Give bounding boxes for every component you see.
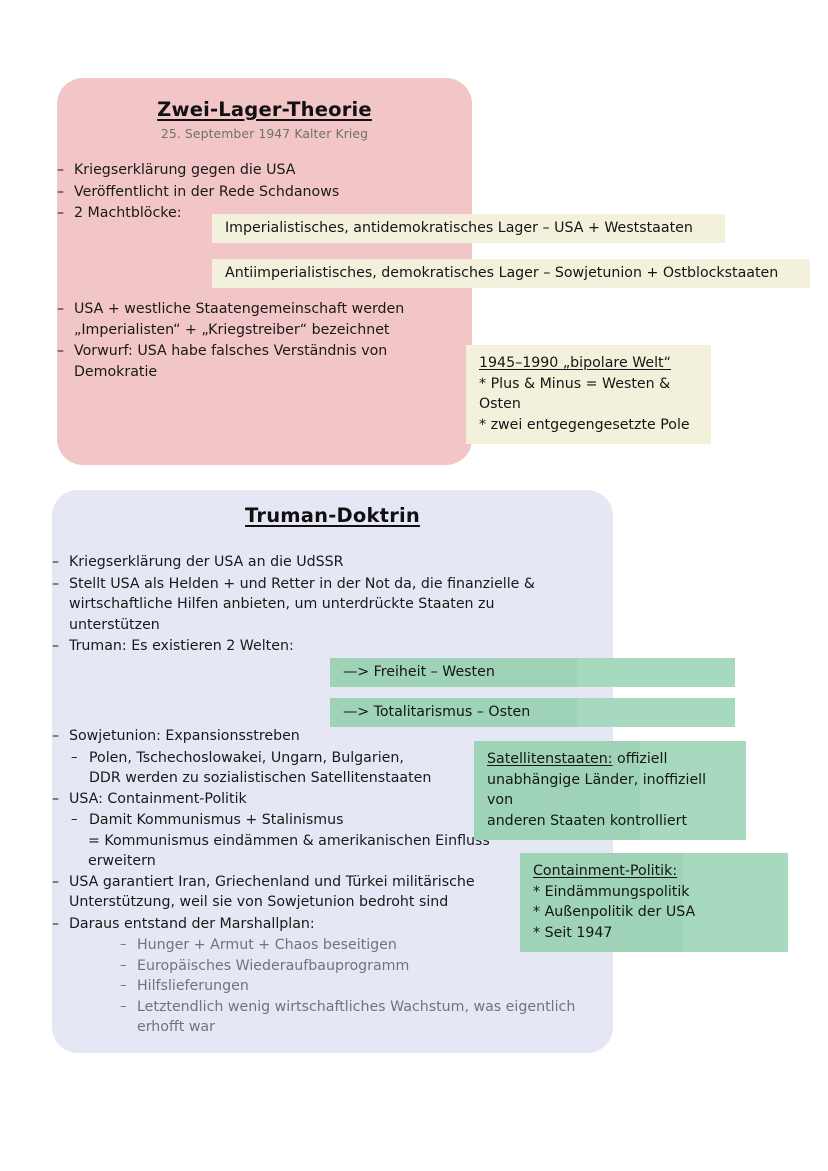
list-item: Daraus entstand der Marshallplan:: [52, 914, 612, 935]
satellitenstaaten-heading: Satellitenstaaten:: [487, 751, 613, 767]
highlight-box-antiimperialistisches-lager: Antiimperialistisches, demokratisches La…: [212, 259, 810, 288]
list-item-line: unterstützen: [69, 616, 160, 633]
list-item-sub2: Hilfslieferungen: [120, 976, 612, 997]
list-item-line: Polen, Tschechoslowakei, Ungarn, Bulgari…: [89, 749, 404, 766]
freiheit-westen-label: —> Freiheit – Westen: [343, 664, 495, 680]
list-item-sub: Polen, Tschechoslowakei, Ungarn, Bulgari…: [71, 748, 612, 789]
highlight-box-freiheit-westen: —> Freiheit – Westen: [330, 658, 735, 687]
list-item-line: Letztendlich wenig wirtschaftliches Wach…: [137, 998, 576, 1015]
list-item-sub2: Hunger + Armut + Chaos beseitigen: [120, 935, 612, 956]
list-item: USA + westliche Staatengemeinschaft werd…: [57, 299, 467, 340]
list-item-line: wirtschaftliche Hilfen anbieten, um unte…: [69, 596, 495, 612]
containment-politik-heading: Containment-Politik:: [533, 863, 678, 879]
list-item: Vorwurf: USA habe falsches Verständnis v…: [57, 341, 467, 382]
list-item: Kriegserklärung der USA an die UdSSR: [52, 552, 612, 573]
list-item-sub: Damit Kommunismus + Stalinismus: [71, 810, 612, 831]
list-item: Kriegserklärung gegen die USA: [57, 160, 457, 181]
list-item: Truman: Es existieren 2 Welten:: [52, 636, 612, 657]
truman-title: Truman-Doktrin: [245, 504, 420, 527]
truman-bullets-top: Kriegserklärung der USA an die UdSSR Ste…: [52, 552, 612, 658]
totalitarismus-osten-label: —> Totalitarismus – Osten: [343, 704, 531, 720]
highlight-box-totalitarismus-osten: —> Totalitarismus – Osten: [330, 698, 735, 727]
zwei-lager-bullets-bottom: USA + westliche Staatengemeinschaft werd…: [57, 299, 467, 383]
list-item: USA garantiert Iran, Griechenland und Tü…: [52, 872, 612, 913]
truman-bullets-bottom: Sowjetunion: Expansionsstreben Polen, Ts…: [52, 726, 612, 1038]
list-item-continuation: = Kommunismus eindämmen & amerikanischen…: [71, 831, 612, 872]
highlight-box-bipolare-welt: 1945–1990 „bipolare Welt“ * Plus & Minus…: [466, 345, 711, 444]
list-item: 2 Machtblöcke:: [57, 203, 457, 224]
satellitenstaaten-line: unabhängige Länder, inoffiziell von: [487, 771, 707, 809]
list-item-line: USA + westliche Staatengemeinschaft werd…: [74, 301, 405, 317]
list-item-line: erweitern: [88, 853, 156, 869]
list-item-line: „Imperialisten“ + „Kriegstreiber“ bezeic…: [74, 321, 390, 338]
list-item-line: Unterstützung, weil sie von Sowjetunion …: [69, 894, 449, 910]
containment-politik-item: * Eindämmungspolitik: [533, 883, 690, 900]
list-item: Veröffentlicht in der Rede Schdanows: [57, 182, 457, 203]
list-item-line: Stellt USA als Helden + und Retter in de…: [69, 575, 535, 592]
list-item: USA: Containment-Politik: [52, 789, 612, 810]
satellitenstaaten-line: Satellitenstaaten: offiziell: [487, 749, 733, 770]
list-item-line: Damit Kommunismus + Stalinismus: [89, 812, 344, 828]
bipolare-welt-item: * Plus & Minus = Westen & Osten: [479, 375, 671, 413]
highlight-box-imperialistisches-lager: Imperialistisches, antidemokratisches La…: [212, 214, 725, 243]
bipolare-welt-item: * zwei entgegengesetzte Pole: [479, 416, 690, 433]
zwei-lager-bullets-top: Kriegserklärung gegen die USA Veröffentl…: [57, 160, 457, 225]
zwei-lager-subtitle: 25. September 1947 Kalter Krieg: [160, 126, 369, 141]
list-item-line: = Kommunismus eindämmen & amerikanischen…: [88, 832, 490, 849]
list-item-line: erhofft war: [137, 1019, 215, 1035]
list-item-line: USA garantiert Iran, Griechenland und Tü…: [69, 873, 475, 890]
list-item-line: DDR werden zu sozialistischen Satelliten…: [89, 770, 432, 786]
list-item-sub2: Letztendlich wenig wirtschaftliches Wach…: [120, 997, 612, 1038]
list-item-line: Vorwurf: USA habe falsches Verständnis v…: [74, 343, 388, 359]
zwei-lager-title: Zwei-Lager-Theorie: [157, 98, 372, 121]
list-item-sub2: Europäisches Wiederaufbauprogramm: [120, 956, 612, 977]
containment-politik-item: * Seit 1947: [533, 924, 613, 941]
satellitenstaaten-rest: offiziell: [612, 751, 668, 767]
list-item: Sowjetunion: Expansionsstreben: [52, 726, 612, 747]
highlight-box-containment-politik: Containment-Politik: * Eindämmungspoliti…: [520, 853, 788, 952]
bipolare-welt-heading: 1945–1990 „bipolare Welt“: [479, 355, 671, 371]
highlight-box-satellitenstaaten: Satellitenstaaten: offiziell unabhängige…: [474, 741, 746, 840]
list-item-line: Demokratie: [74, 363, 158, 380]
containment-politik-item: * Außenpolitik der USA: [533, 904, 696, 920]
list-item: Stellt USA als Helden + und Retter in de…: [52, 574, 612, 636]
satellitenstaaten-line: anderen Staaten kontrolliert: [487, 812, 688, 829]
